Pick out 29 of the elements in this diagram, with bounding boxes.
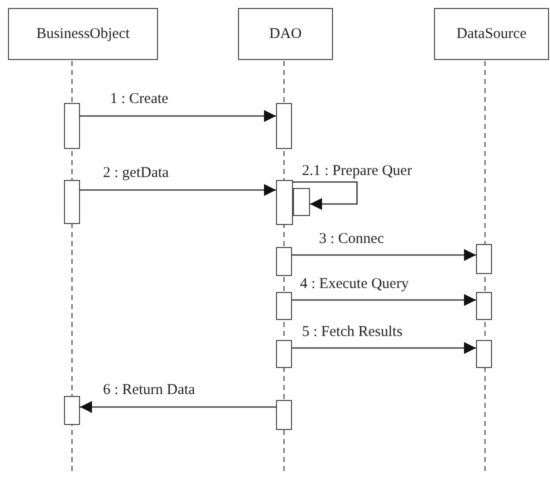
message-arrow xyxy=(292,249,476,261)
message-arrow xyxy=(80,110,276,122)
activation-bar xyxy=(276,340,292,368)
message-label: 2 : getData xyxy=(101,165,171,182)
activation-bar xyxy=(293,188,310,216)
lifeline-header xyxy=(434,8,549,60)
object-name: DAO xyxy=(269,26,302,42)
activation-bar xyxy=(276,180,293,225)
lifeline-header xyxy=(8,8,158,60)
object-name: DataSource xyxy=(456,26,526,42)
message-label: 2.1 : Prepare Quer xyxy=(300,163,414,180)
activation-bar xyxy=(64,103,80,149)
activation-bar xyxy=(476,340,492,368)
message-arrow xyxy=(292,294,476,306)
message-arrow xyxy=(80,401,276,413)
object-name: BusinessObject xyxy=(36,26,130,42)
message-label: 4 : Execute Query xyxy=(298,276,411,293)
activation-bar xyxy=(276,247,292,276)
activation-bar xyxy=(276,400,292,430)
lifeline-header xyxy=(238,8,333,60)
activation-bar xyxy=(476,292,492,320)
message-arrow xyxy=(80,184,276,196)
self-message-arrow xyxy=(293,181,358,210)
activation-bar xyxy=(64,396,80,425)
activation-bar xyxy=(476,244,492,274)
activation-bar xyxy=(276,292,292,320)
activation-bar xyxy=(64,180,80,224)
message-arrow xyxy=(292,342,476,354)
activation-bar xyxy=(276,103,292,149)
